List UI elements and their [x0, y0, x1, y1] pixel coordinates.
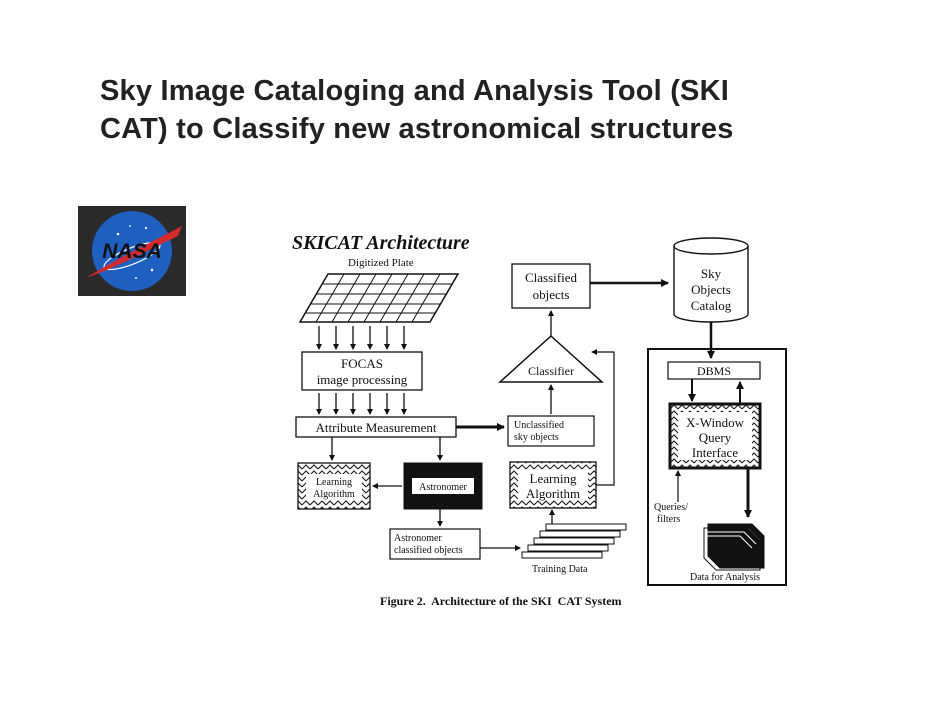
data-for-analysis-label: Data for Analysis	[690, 572, 760, 583]
classified-objects-box	[511, 263, 591, 309]
focas-to-attribute-arrows	[316, 393, 407, 415]
nasa-logo: NASA	[78, 206, 186, 296]
catalog-label-2: Objects	[691, 282, 731, 297]
unclassified-box	[507, 415, 595, 447]
diagram-title: SKICAT Architecture	[292, 232, 470, 254]
focas-sublabel: image processing	[317, 372, 408, 387]
xwindow-label-1: X-Window	[686, 415, 745, 430]
digitized-plate-grid	[298, 273, 460, 323]
catalog-label-3: Catalog	[691, 298, 732, 313]
astronomer-label: Astronomer	[419, 482, 467, 493]
plate-to-focas-arrows	[316, 326, 407, 350]
classifier-triangle	[498, 334, 604, 383]
slide-title: Sky Image Cataloging and Analysis Tool (…	[100, 72, 860, 148]
learning-to-classifier-feedback-arrow	[591, 349, 615, 486]
logo-text: NASA	[102, 240, 162, 263]
training-data-label: Training Data	[532, 564, 588, 575]
astronomer-classified-sublabel: classified objects	[394, 545, 463, 556]
learning-algorithm-center-label: Learning	[530, 471, 577, 486]
learning-algorithm-center-sublabel: Algorithm	[526, 486, 580, 501]
dbms-label: DBMS	[697, 364, 731, 378]
dbms-box	[667, 361, 761, 380]
queries-label: Queries/	[654, 502, 688, 513]
slide-title-line-2: CAT) to Classify new astronomical struct…	[100, 113, 734, 145]
filters-label: filters	[657, 514, 680, 525]
skicat-architecture-figure: SKICAT Architecture Digitized Plate	[262, 212, 812, 614]
logo-red-swoosh	[86, 226, 182, 278]
slide-title-line-1: Sky Image Cataloging and Analysis Tool (…	[100, 75, 729, 107]
query-system-frame	[647, 348, 787, 586]
catalog-label-1: Sky	[701, 266, 722, 281]
training-data-stack	[521, 523, 627, 559]
unclassified-sublabel: sky objects	[514, 432, 559, 443]
classifier-label: Classifier	[528, 364, 574, 378]
learning-algorithm-left-sublabel: Algorithm	[313, 489, 355, 500]
digitized-plate-label: Digitized Plate	[348, 257, 414, 269]
astronomer-classified-box	[389, 528, 481, 560]
focas-label: FOCAS	[341, 356, 383, 371]
sky-objects-catalog-cylinder	[673, 237, 749, 323]
attribute-measurement-label: Attribute Measurement	[316, 420, 437, 435]
astronomer-classified-label: Astronomer	[394, 533, 442, 544]
xwindow-label-3: Interface	[692, 445, 738, 460]
classified-objects-sublabel: objects	[533, 287, 570, 302]
data-for-analysis-stack	[696, 523, 765, 571]
learning-algorithm-left-label: Learning	[316, 477, 352, 488]
unclassified-label: Unclassified	[514, 420, 564, 431]
classified-objects-label: Classified	[525, 270, 577, 285]
xwindow-label-2: Query	[699, 430, 732, 445]
focas-box	[301, 351, 423, 391]
figure-caption: Figure 2. Architecture of the SKI CAT Sy…	[380, 594, 622, 608]
